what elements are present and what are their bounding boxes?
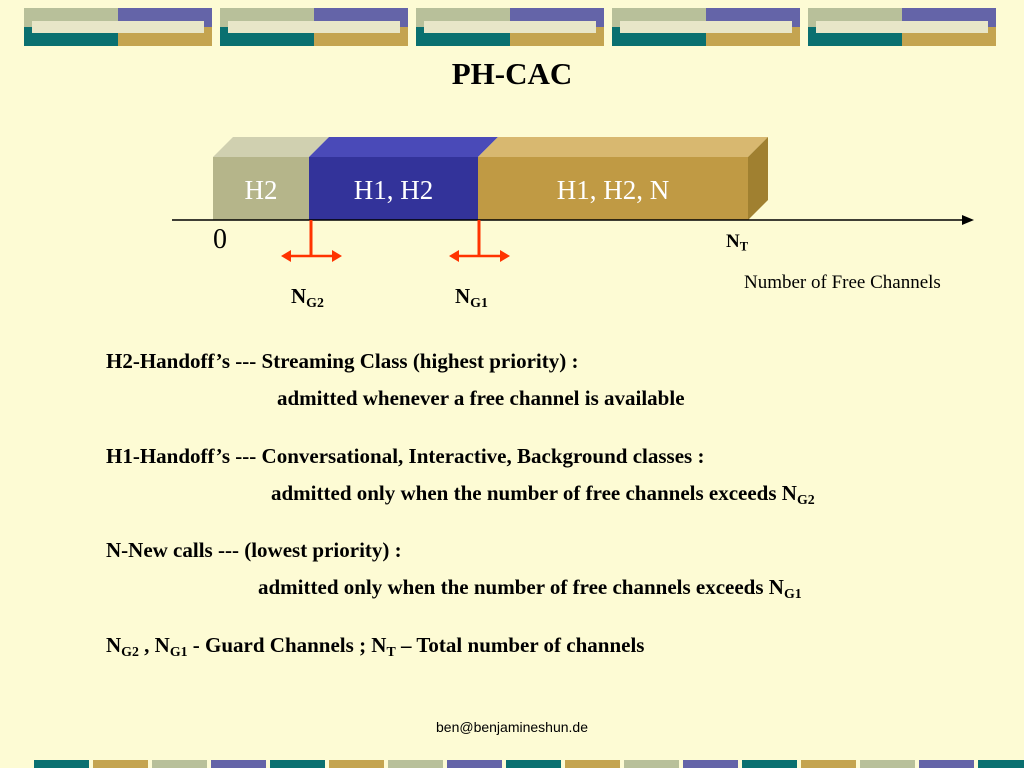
- bottom-band-tile: [34, 760, 89, 768]
- page-title: PH-CAC: [451, 56, 573, 91]
- bottom-band-tile: [978, 760, 1024, 768]
- new-calls-line: N-New calls --- (lowest priority) :: [106, 538, 402, 562]
- h1h2-segment-label: H1, H2: [353, 175, 434, 205]
- axis-caption: Number of Free Channels: [744, 272, 941, 293]
- bottom-band-tile: [801, 760, 856, 768]
- ng2-arrow-left-icon: [281, 250, 291, 262]
- axis-zero-label: 0: [213, 224, 227, 255]
- h1h2-segment-top: [309, 137, 498, 157]
- bottom-band-tile: [211, 760, 266, 768]
- bottom-band-tile: [329, 760, 384, 768]
- bottom-band-tile: [388, 760, 443, 768]
- top-band-tile: [808, 8, 996, 46]
- bottom-band-tile: [565, 760, 620, 768]
- top-band-tile: [220, 8, 408, 46]
- ng1-arrow-left-icon: [449, 250, 459, 262]
- bottom-band-tile: [506, 760, 561, 768]
- h2-handoff-line: H2-Handoff’s --- Streaming Class (highes…: [106, 349, 579, 373]
- bottom-decorative-band: [34, 760, 1024, 768]
- new-calls-detail: admitted only when the number of free ch…: [258, 575, 802, 601]
- h1-handoff-detail: admitted only when the number of free ch…: [271, 481, 815, 507]
- h2-segment-top: [213, 137, 329, 157]
- bottom-band-tile: [742, 760, 797, 768]
- bottom-band-tile: [447, 760, 502, 768]
- nt-label: NT: [726, 231, 749, 254]
- h2-segment: [213, 157, 309, 220]
- top-band-tile: [416, 8, 604, 46]
- h1h2n-segment-label: H1, H2, N: [556, 175, 670, 205]
- bottom-band-tile: [919, 760, 974, 768]
- ng1-arrow-right-icon: [500, 250, 510, 262]
- h1h2n-segment: [478, 157, 748, 220]
- bar-right-side: [748, 137, 768, 220]
- bottom-band-tile: [93, 760, 148, 768]
- bottom-band-tile: [624, 760, 679, 768]
- ng1-label: NG1: [455, 284, 488, 310]
- guard-channels-line: NG2 , NG1 - Guard Channels ; NT – Total …: [106, 633, 645, 659]
- bottom-band-tile: [270, 760, 325, 768]
- ng2-label: NG2: [291, 284, 324, 310]
- top-band-tile: [612, 8, 800, 46]
- bottom-band-tile: [860, 760, 915, 768]
- bottom-band-tile: [683, 760, 738, 768]
- top-decorative-band: [24, 8, 996, 46]
- top-band-tile: [24, 8, 212, 46]
- h1h2-segment: [309, 157, 478, 220]
- h1-handoff-line: H1-Handoff’s --- Conversational, Interac…: [106, 444, 705, 468]
- footer-email: ben@benjamineshun.de: [436, 719, 588, 735]
- channel-diagram: [172, 137, 974, 262]
- h2-segment-label: H2: [244, 175, 278, 205]
- ng2-arrow-right-icon: [332, 250, 342, 262]
- axis-arrowhead: [962, 215, 974, 225]
- bottom-band-tile: [152, 760, 207, 768]
- h1h2n-segment-top: [478, 137, 768, 157]
- h2-handoff-detail: admitted whenever a free channel is avai…: [277, 386, 685, 410]
